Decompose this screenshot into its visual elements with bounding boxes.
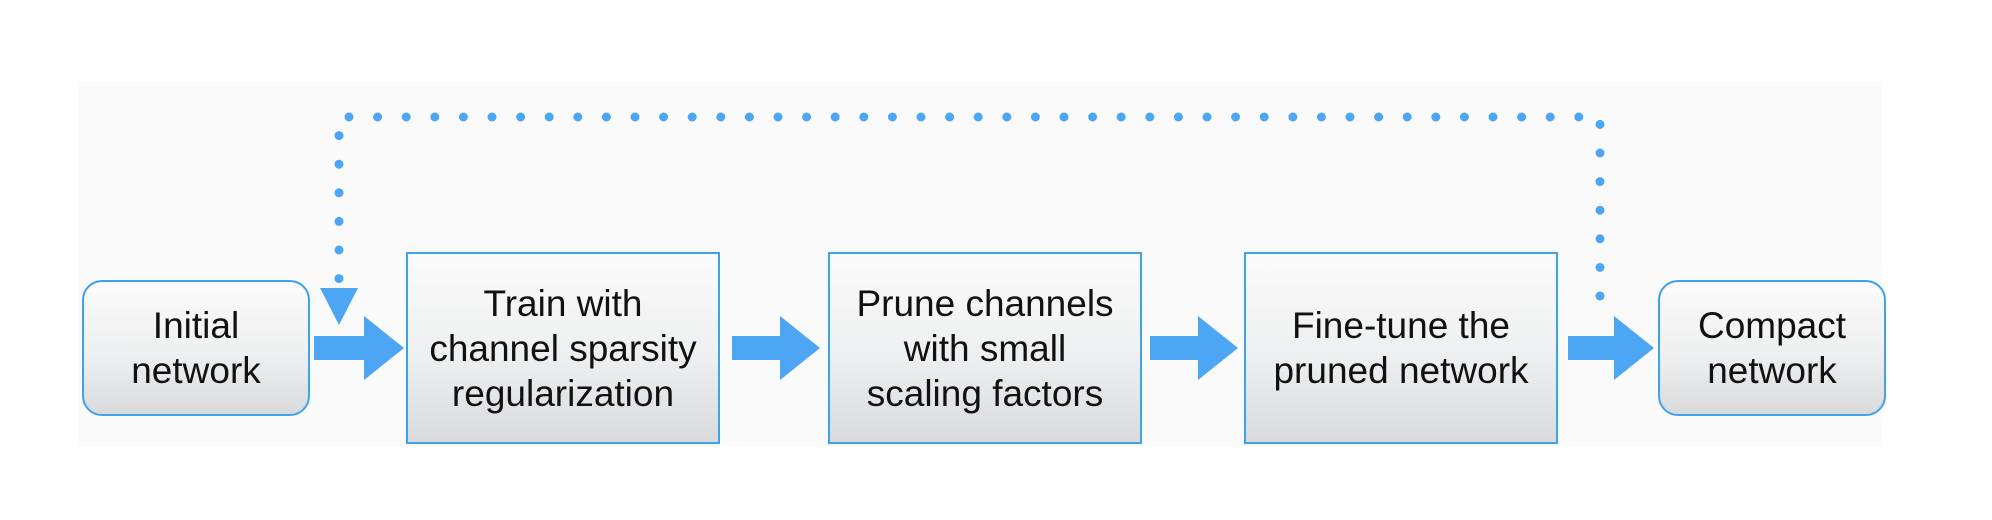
step-compact-network: Compact network: [1658, 280, 1886, 416]
loop-dotted-line: [334, 112, 1605, 301]
arrow-train-to-prune: [732, 316, 820, 380]
loop-arrowhead: [320, 288, 358, 325]
step-fine-tune: Fine-tune the pruned network: [1244, 252, 1558, 444]
step-train-sparsity: Train with channel sparsity regularizati…: [406, 252, 720, 444]
step-initial-network: Initial network: [82, 280, 310, 416]
step-prune-channels: Prune channels with small scaling factor…: [828, 252, 1142, 444]
arrow-finetune-to-compact: [1568, 316, 1654, 380]
arrow-initial-to-train: [314, 316, 404, 380]
arrow-prune-to-finetune: [1150, 316, 1238, 380]
